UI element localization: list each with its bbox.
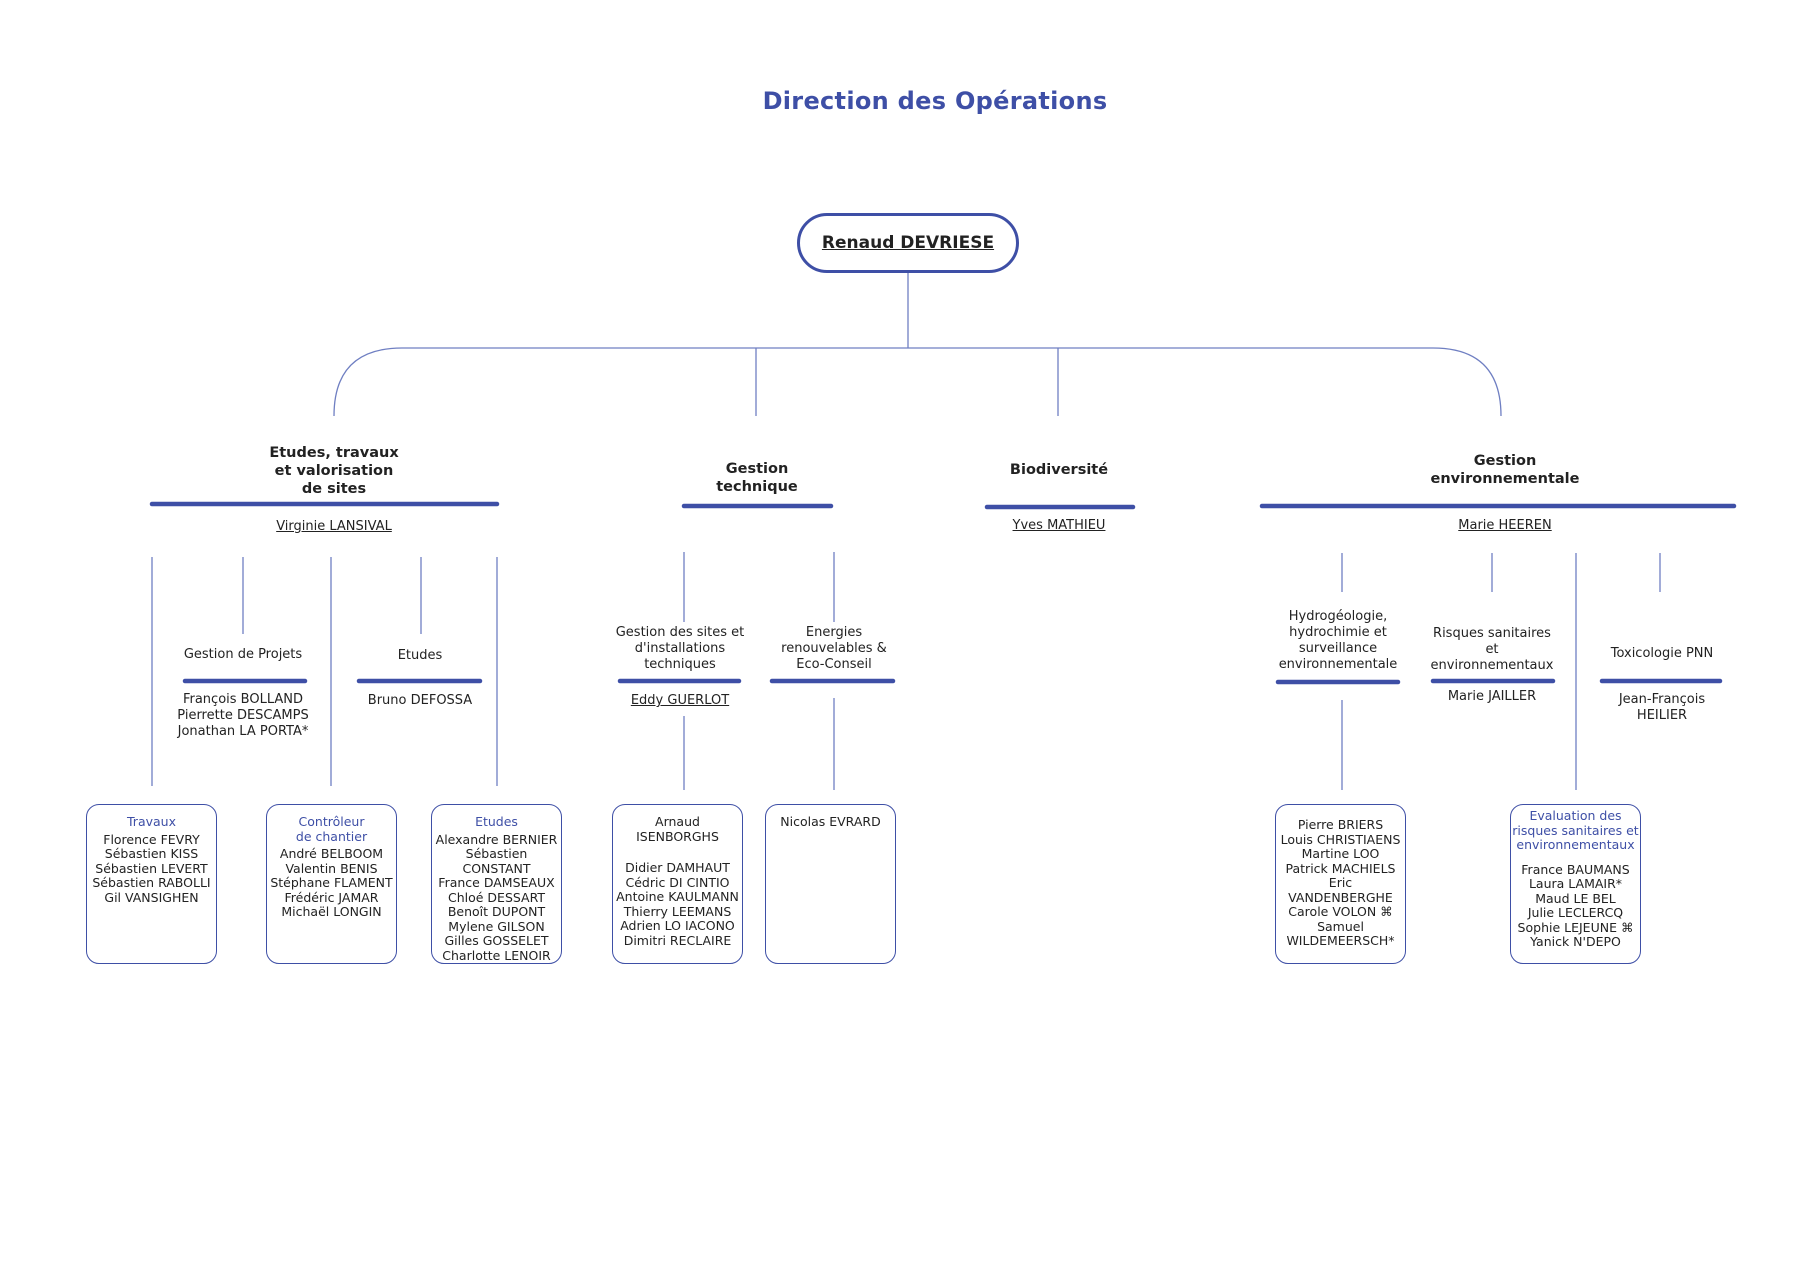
subunit-etudes-people: Bruno DEFOSSA — [367, 693, 473, 708]
department-head-mathieu: Yves MATHIEU — [1012, 518, 1106, 533]
department-biodiversite: Biodiversité — [1009, 462, 1109, 478]
subunit-risques-people: Marie JAILLER — [1447, 689, 1537, 704]
subunit-gestion-sites-head: Eddy GUERLOT — [630, 693, 730, 708]
subunit-hydrogeologie: Hydrogéologie, hydrochimie et surveillan… — [1278, 609, 1398, 672]
department-gestion-environnementale: Gestion environnementale — [1430, 453, 1580, 487]
subunit-toxicologie: Toxicologie PNN — [1610, 646, 1714, 661]
director-box: Renaud DEVRIESE — [797, 213, 1019, 273]
team-members: Florence FEVRY Sébastien KISS Sébastien … — [92, 831, 211, 905]
subunit-etudes: Etudes — [397, 648, 443, 663]
team-lead: Nicolas EVRARD — [780, 814, 881, 829]
team-members: Didier DAMHAUT Cédric DI CINTIO Antoine … — [616, 860, 739, 948]
subunit-gestion-projets: Gestion de Projets — [183, 647, 303, 662]
page-title: Direction des Opérations — [762, 87, 1108, 115]
team-members: France BAUMANS Laura LAMAIR* Maud LE BEL… — [1517, 861, 1634, 949]
subunit-toxicologie-people: Jean-François HEILIER — [1618, 692, 1706, 723]
department-head-lansival: Virginie LANSIVAL — [276, 519, 392, 534]
team-box-travaux: Travaux Florence FEVRY Sébastien KISS Sé… — [86, 804, 217, 964]
team-box-etudes: Etudes Alexandre BERNIER Sébastien CONST… — [431, 804, 562, 964]
team-title: Etudes — [475, 814, 518, 829]
subunit-energies: Energies renouvelables & Eco-Conseil — [781, 625, 887, 672]
team-lead: Arnaud ISENBORGHS — [636, 814, 719, 844]
department-head-heeren: Marie HEEREN — [1458, 518, 1552, 533]
team-members: Alexandre BERNIER Sébastien CONSTANT Fra… — [435, 831, 558, 963]
team-box-gestion-sites: Arnaud ISENBORGHS Didier DAMHAUT Cédric … — [612, 804, 743, 964]
subunit-gestion-sites: Gestion des sites et d'installations tec… — [615, 625, 745, 672]
team-box-energies: Nicolas EVRARD — [765, 804, 896, 964]
team-title: Contrôleur de chantier — [295, 814, 368, 844]
team-members: André BELBOOM Valentin BENIS Stéphane FL… — [270, 846, 393, 919]
department-etudes-travaux: Etudes, travaux et valorisation de sites — [269, 445, 399, 497]
team-box-controleur: Contrôleur de chantier André BELBOOM Val… — [266, 804, 397, 964]
team-title: Travaux — [127, 814, 176, 829]
team-box-evaluation: Evaluation des risques sanitaires et env… — [1510, 804, 1641, 964]
department-gestion-technique: Gestion technique — [716, 461, 798, 495]
team-title: Evaluation des risques sanitaires et env… — [1512, 808, 1639, 852]
subunit-risques: Risques sanitaires et environnementaux — [1430, 626, 1554, 673]
team-members: Pierre BRIERS Louis CHRISTIAENS Martine … — [1280, 817, 1401, 948]
subunit-gestion-projets-people: François BOLLAND Pierrette DESCAMPS Jona… — [177, 692, 309, 739]
team-box-hydrogeologie: Pierre BRIERS Louis CHRISTIAENS Martine … — [1275, 804, 1406, 964]
